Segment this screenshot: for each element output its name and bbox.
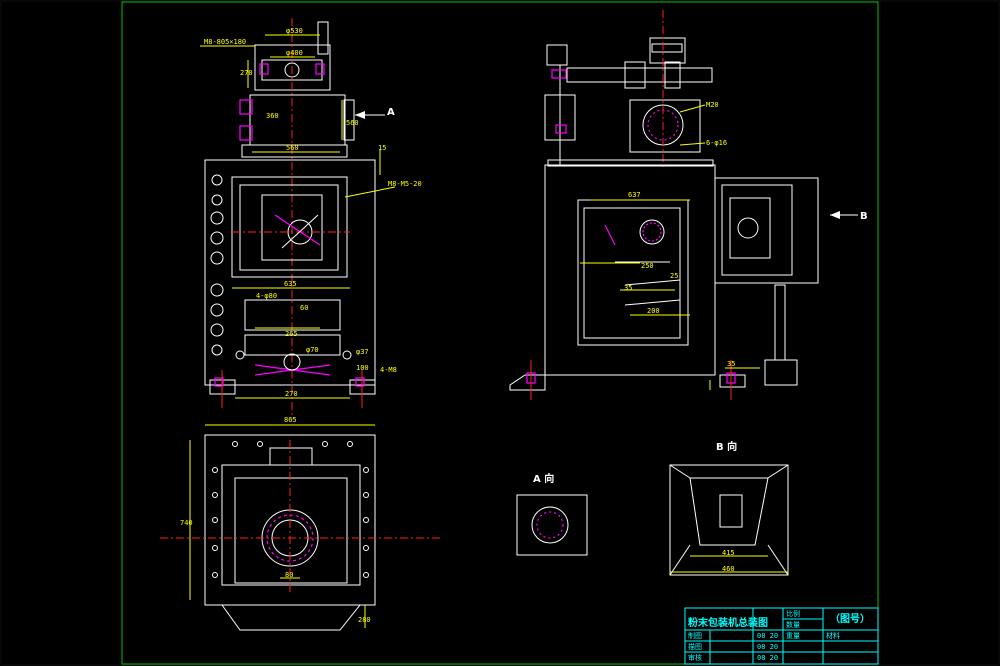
- sheet-border: [121, 1, 879, 665]
- row-checked-date: 08 20: [757, 654, 778, 662]
- front-view: [200, 18, 396, 420]
- dim-865: 865: [284, 416, 297, 424]
- dim-side: 6-φ16: [706, 139, 727, 147]
- dim-phi400: φ400: [286, 49, 303, 57]
- dim-15: 15: [378, 144, 386, 152]
- dim-740: 740: [180, 519, 193, 527]
- dim-4m: 4-M8: [380, 366, 397, 374]
- dim-200: 200: [647, 307, 660, 315]
- dim-280: 280: [358, 616, 371, 624]
- dim-560: 560: [346, 119, 359, 127]
- dim-pipe: M8-805×180: [204, 38, 246, 46]
- view-b-title: B 向: [716, 440, 737, 453]
- title-block: [684, 607, 879, 665]
- dim-265: 265: [285, 330, 298, 338]
- cell-ratio: 比例: [786, 609, 800, 618]
- row-drafted: 制图: [688, 631, 702, 640]
- cell-material: 材料: [826, 631, 840, 640]
- drawing-title: 粉末包装机总装图: [688, 616, 768, 629]
- dim-bolt: M8-M5-20: [388, 180, 422, 188]
- drawing-number: （图号）: [830, 612, 870, 625]
- dim-270a: 270: [240, 69, 253, 77]
- dim-560b: 560: [286, 144, 299, 152]
- dim-60: 60: [300, 304, 308, 312]
- dim-480: 4-φ80: [256, 292, 277, 300]
- top-view: [160, 424, 440, 631]
- dim-635: 635: [284, 280, 297, 288]
- side-view: [509, 10, 858, 400]
- dim-m20: M20: [706, 101, 719, 109]
- dim-80: 80: [285, 571, 293, 579]
- view-a-title: A 向: [533, 472, 554, 485]
- dim-35b: 35: [727, 360, 735, 368]
- row-drafted-date: 08 20: [757, 632, 778, 640]
- dim-phi37: φ37: [356, 348, 369, 356]
- arrow-b-label: B: [860, 211, 868, 222]
- dim-360: 360: [266, 112, 279, 120]
- cell-qty: 数量: [786, 620, 800, 629]
- dim-415: 415: [722, 549, 735, 557]
- cell-weight: 重量: [786, 632, 800, 640]
- arrow-a-label: A: [387, 107, 395, 118]
- dim-25: 25: [670, 272, 678, 280]
- row-checked: 审核: [688, 653, 702, 662]
- dim-100: 100: [356, 364, 369, 372]
- dim-phi70: φ70: [306, 346, 319, 354]
- dim-460: 460: [722, 565, 735, 573]
- dim-637: 637: [628, 191, 641, 199]
- dim-phi530: φ530: [286, 27, 303, 35]
- row-traced-date: 08 20: [757, 643, 778, 651]
- dim-35a: 35: [624, 284, 632, 292]
- view-a: [516, 494, 588, 556]
- dim-250: 250: [641, 262, 654, 270]
- view-b: [669, 464, 789, 576]
- row-traced: 描图: [688, 642, 702, 651]
- dim-270b: 270: [285, 390, 298, 398]
